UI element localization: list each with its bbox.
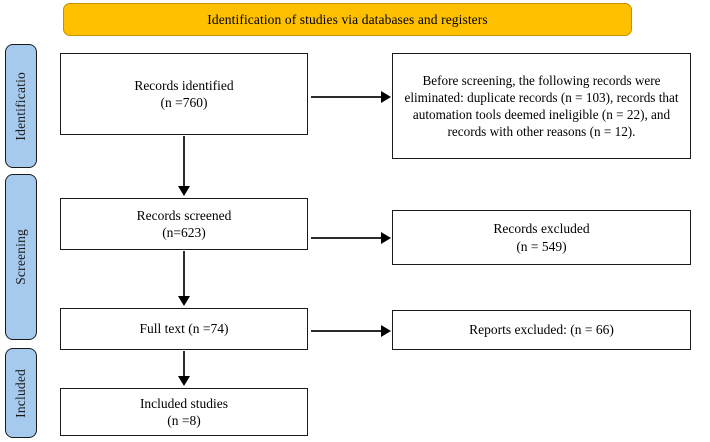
full-text-line1: Full text (n =74) [139,321,229,337]
box-records-excluded: Records excluded (n = 549) [392,210,691,265]
records-identified-line1: Records identified [134,77,234,93]
identification-banner: Identification of studies via databases … [63,3,632,36]
arrow-head-right-icon [381,232,391,244]
box-full-text-text: Full text (n =74) [140,320,229,337]
connector-full-text-to-included [183,351,185,378]
stage-tab-included-label: Included [13,368,28,418]
box-records-identified: Records identified (n =760) [60,53,308,135]
reports-excluded-line1: Reports excluded: (n = 66) [469,322,614,338]
stage-tab-screening-label: Screening [13,229,28,285]
box-reports-excluded: Reports excluded: (n = 66) [392,310,691,350]
connector-identified-to-screened [183,136,185,188]
stage-tab-screening: Screening [5,174,37,340]
stage-tab-identification: Identificatio [5,44,37,168]
connector-identified-to-before-screening [311,96,381,98]
arrow-head-right-icon [381,325,391,337]
box-included-studies-text: Included studies (n =8) [140,395,228,430]
included-studies-line1: Included studies [139,395,229,411]
arrow-head-right-icon [381,91,391,103]
records-identified-line2: (n =760) [160,95,208,110]
records-screened-line2: (n=623) [162,225,206,240]
box-records-excluded-text: Records excluded (n = 549) [493,220,589,255]
box-full-text: Full text (n =74) [60,308,308,350]
records-excluded-line2: (n = 549) [516,238,567,254]
box-records-screened-text: Records screened (n=623) [137,207,232,242]
box-records-identified-text: Records identified (n =760) [134,77,233,112]
stage-tab-identification-label: Identificatio [13,71,28,141]
connector-screened-to-excluded [311,237,381,239]
box-before-screening-removals: Before screening, the following records … [392,53,691,159]
banner-label: Identification of studies via databases … [207,11,488,27]
connector-full-text-to-reports-excluded [311,330,381,332]
box-records-screened: Records screened (n=623) [60,198,308,250]
box-reports-excluded-text: Reports excluded: (n = 66) [469,321,614,338]
records-screened-line1: Records screened [136,207,232,223]
box-before-screening-text: Before screening, the following records … [404,72,679,140]
box-included-studies: Included studies (n =8) [60,388,308,436]
arrow-head-down-icon [178,376,190,386]
arrow-head-down-icon [178,296,190,306]
stage-tab-included: Included [5,348,37,438]
included-studies-line2: (n =8) [167,413,201,428]
connector-screened-to-full-text [183,251,185,298]
records-excluded-line1: Records excluded [493,221,590,237]
arrow-head-down-icon [178,186,190,196]
